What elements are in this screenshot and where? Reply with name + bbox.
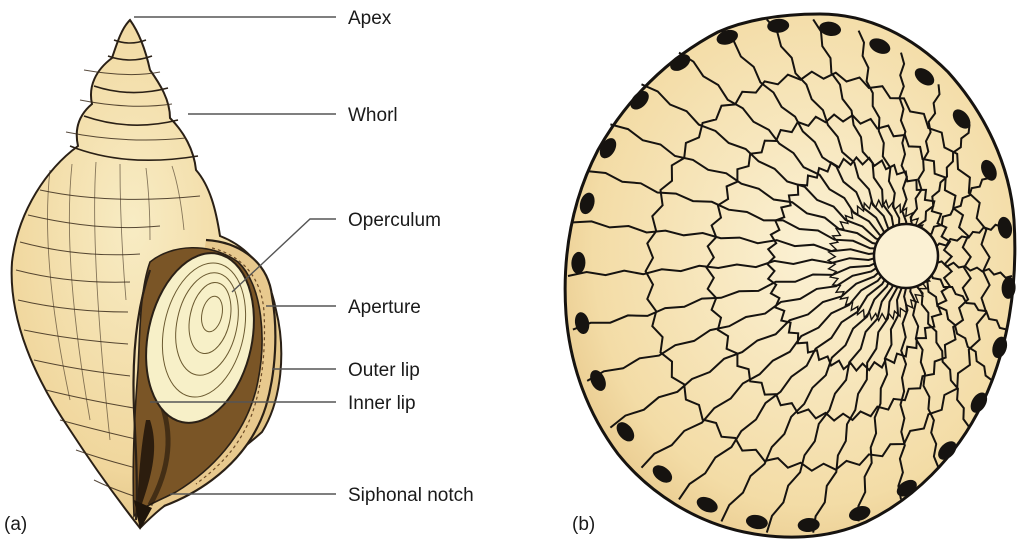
label-whorl: Whorl — [348, 105, 398, 126]
panel-a-tag: (a) — [4, 514, 27, 535]
panel-a-shell-illustration — [12, 20, 282, 530]
limpet-apex — [874, 224, 938, 288]
label-siphonal-notch: Siphonal notch — [348, 485, 474, 506]
label-aperture: Aperture — [348, 297, 421, 318]
panel-b-limpet-illustration — [565, 14, 1016, 537]
label-outer-lip: Outer lip — [348, 360, 420, 381]
label-apex: Apex — [348, 8, 392, 29]
label-operculum: Operculum — [348, 210, 441, 231]
panel-b-tag: (b) — [572, 514, 595, 535]
label-inner-lip: Inner lip — [348, 393, 416, 414]
